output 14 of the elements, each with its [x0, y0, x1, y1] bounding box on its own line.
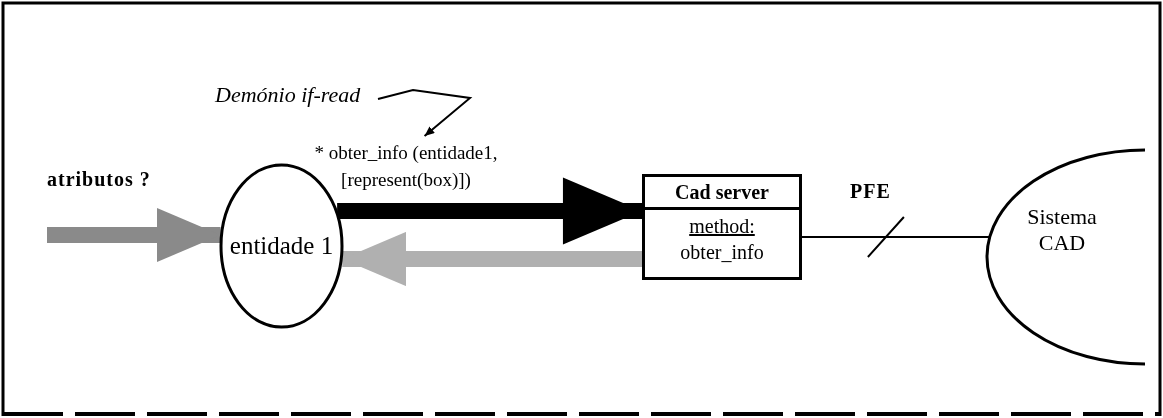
method-heading: method:	[688, 214, 756, 239]
class-name: Cad server	[645, 177, 799, 210]
entity-ellipse	[219, 163, 344, 329]
block-arrow	[47, 207, 221, 263]
method-call-label: * obter_info (entidade1, [represent(box)])	[313, 141, 499, 192]
connector-line	[801, 216, 991, 258]
entity-label: entidade 1	[228, 231, 335, 261]
arrow	[377, 89, 473, 137]
system-label: Sistema CAD	[1026, 204, 1098, 257]
demon-label: Demónio if-read	[215, 82, 362, 108]
method-name: obter_info	[679, 240, 765, 265]
block-arrow	[337, 177, 642, 245]
class-box	[642, 174, 802, 280]
block-arrow	[342, 231, 642, 287]
